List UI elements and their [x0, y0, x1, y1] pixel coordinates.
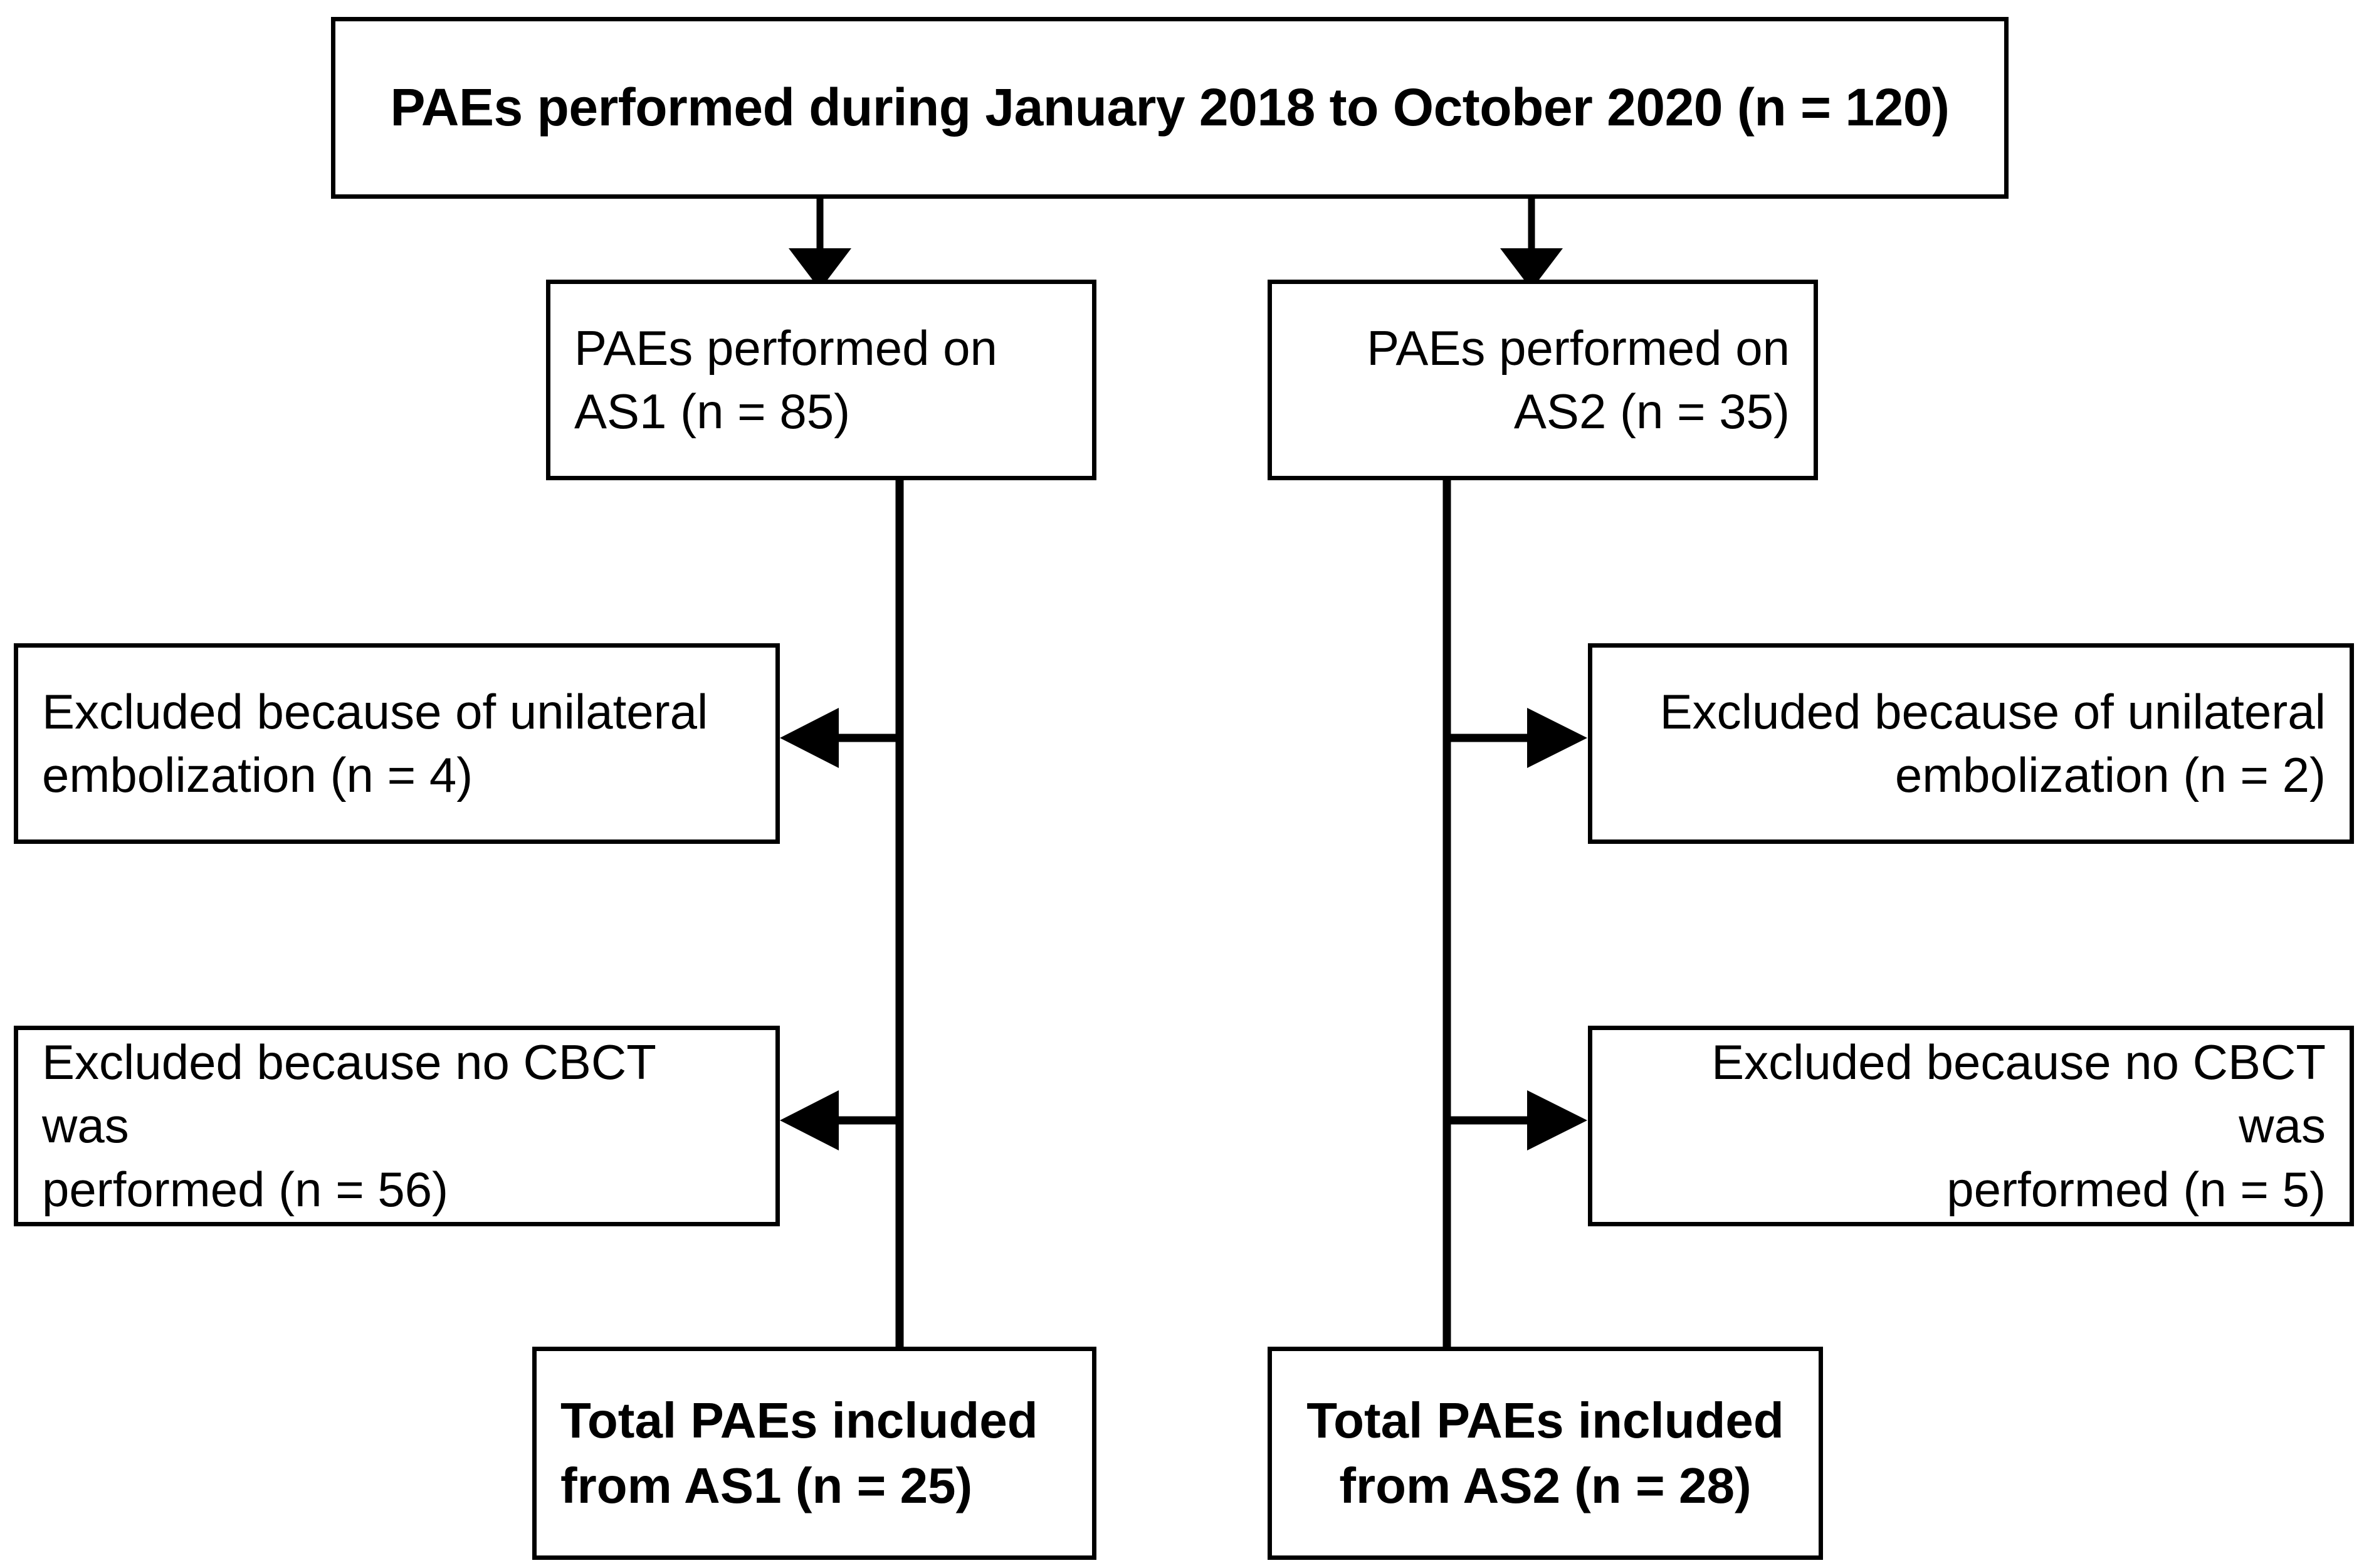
- node-total-included-as2-label: Total PAEs included from AS2 (n = 28): [1306, 1392, 1784, 1513]
- node-excluded-no-cbct-as2: Excluded because no CBCT was performed (…: [1588, 1026, 2354, 1226]
- node-total-included-as2: Total PAEs included from AS2 (n = 28): [1268, 1347, 1823, 1560]
- node-total-included-as1: Total PAEs included from AS1 (n = 25): [532, 1347, 1096, 1560]
- node-excluded-unilateral-as1: Excluded because of unilateral embolizat…: [14, 643, 780, 844]
- node-excluded-no-cbct-as2-label: Excluded because no CBCT was performed (…: [1711, 1034, 2326, 1217]
- node-paes-performed-as2: PAEs performed on AS2 (n = 35): [1268, 280, 1818, 480]
- node-total-included-as1-label: Total PAEs included from AS1 (n = 25): [560, 1392, 1038, 1513]
- node-excluded-unilateral-as1-label: Excluded because of unilateral embolizat…: [42, 683, 708, 802]
- node-paes-performed-as1: PAEs performed on AS1 (n = 85): [546, 280, 1096, 480]
- edge-as1-to-excluded-left-2: [780, 1090, 900, 1150]
- node-excluded-unilateral-as2: Excluded because of unilateral embolizat…: [1588, 643, 2354, 844]
- node-as2-label: PAEs performed on AS2 (n = 35): [1367, 320, 1790, 439]
- edge-top-to-as1: [789, 199, 851, 290]
- node-paes-performed-total: PAEs performed during January 2018 to Oc…: [331, 17, 2009, 199]
- edge-as1-to-excluded-left-1: [780, 708, 900, 768]
- edge-as2-to-excluded-right-2: [1447, 1090, 1587, 1150]
- node-excluded-unilateral-as2-label: Excluded because of unilateral embolizat…: [1659, 683, 2326, 802]
- edge-as2-to-excluded-right-1: [1447, 708, 1587, 768]
- node-as1-label: PAEs performed on AS1 (n = 85): [574, 320, 997, 439]
- edge-top-to-as2: [1500, 199, 1563, 290]
- node-excluded-no-cbct-as1-label: Excluded because no CBCT was performed (…: [42, 1034, 656, 1217]
- node-top-label: PAEs performed during January 2018 to Oc…: [390, 78, 1950, 137]
- node-excluded-no-cbct-as1: Excluded because no CBCT was performed (…: [14, 1026, 780, 1226]
